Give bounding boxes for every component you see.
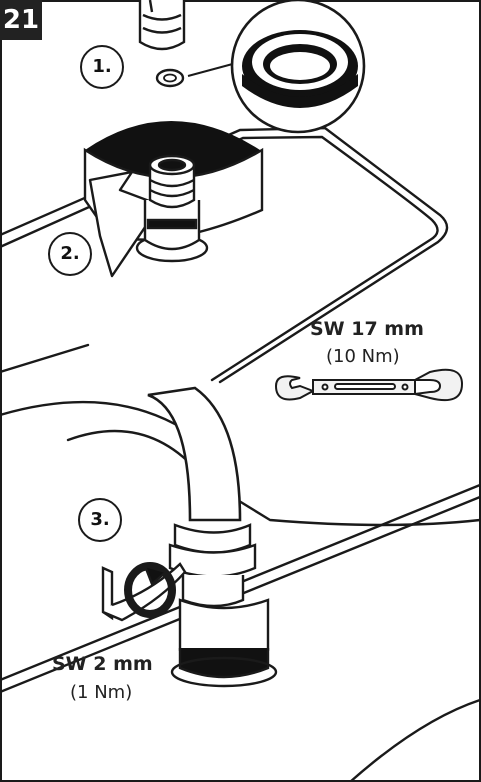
wrench-size-label: SW 17 mm [310,318,424,340]
connector-fitting [135,154,209,263]
hose-stub [138,0,186,51]
sink-top-edge-inner [0,135,439,382]
lower-connector [168,523,278,688]
sink-top-edge [0,126,449,384]
hex-key-size-label: SW 2 mm [52,653,153,675]
step-3-marker: 3. [78,498,122,542]
wrench-torque-label: (10 Nm) [326,346,400,367]
wrench-icon [274,368,464,402]
step-1-marker: 1. [80,45,124,89]
step-2-marker: 2. [48,232,92,276]
figure-number-badge: 21 [0,0,42,40]
hex-key-icon [101,562,187,622]
hose [147,386,242,522]
sink-front-left [0,343,90,374]
small-washer-icon [155,68,185,88]
hex-key-torque-label: (1 Nm) [70,682,133,703]
upper-panel [0,126,449,384]
